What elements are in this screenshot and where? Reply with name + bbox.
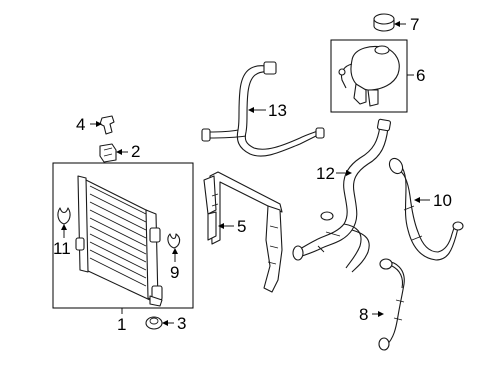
coolant-hose-middle — [292, 118, 392, 273]
callout-5: 5 — [237, 217, 247, 236]
hose-clamp-left — [57, 207, 71, 225]
callout-11: 11 — [53, 239, 71, 258]
arrow-5 — [218, 223, 224, 229]
callout-9: 9 — [170, 263, 180, 282]
callout-3: 3 — [177, 314, 187, 333]
arrow-7 — [394, 21, 400, 27]
hose-clamp-right — [167, 233, 181, 249]
arrow-4 — [96, 121, 102, 127]
callout-7: 7 — [410, 15, 420, 34]
expansion-reservoir — [338, 45, 400, 107]
callout-2: 2 — [131, 142, 141, 161]
arrow-8 — [378, 311, 384, 317]
callout-6: 6 — [416, 66, 426, 85]
callout-13: 13 — [268, 101, 287, 120]
retaining-clip — [99, 115, 115, 135]
arrow-2 — [116, 149, 122, 155]
callout-12: 12 — [316, 164, 335, 183]
radiator — [75, 175, 163, 307]
grommet — [145, 316, 163, 330]
callout-10: 10 — [433, 191, 452, 210]
radiator-support — [203, 171, 283, 293]
upper-hose — [201, 61, 325, 157]
lower-hose — [388, 157, 464, 261]
arrow-9 — [172, 248, 178, 254]
arrow-11 — [61, 224, 67, 230]
arrow-3 — [162, 320, 168, 326]
arrow-12 — [346, 170, 352, 176]
reservoir-group-frame — [330, 39, 408, 113]
callout-1: 1 — [117, 315, 127, 334]
callout-4: 4 — [76, 115, 86, 134]
mount-block — [99, 143, 117, 163]
small-hose — [378, 258, 405, 351]
callout-8: 8 — [359, 305, 369, 324]
radiator-group-frame — [52, 162, 194, 309]
arrow-13 — [248, 107, 254, 113]
arrow-10 — [414, 197, 420, 203]
reservoir-cap — [373, 13, 395, 32]
